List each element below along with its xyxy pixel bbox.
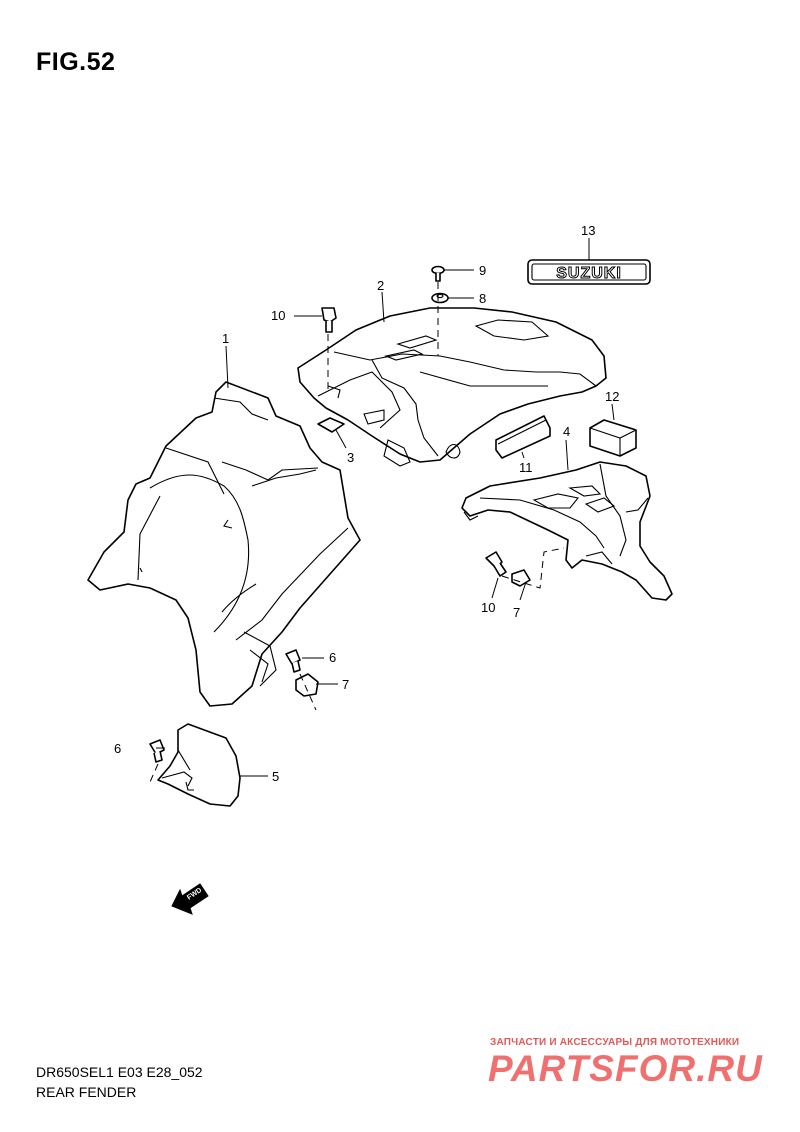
callout-5: 5	[272, 769, 279, 784]
figure-title: FIG.52	[36, 48, 116, 76]
bolt-6-fender	[285, 649, 301, 673]
assembly-lines	[149, 282, 565, 783]
model-code: DR650SEL1 E03 E28_052	[36, 1064, 203, 1080]
bolt-10-bracket	[485, 551, 507, 577]
callout-13: 13	[581, 223, 595, 238]
callout-7-bracket: 7	[513, 605, 520, 620]
watermark-tagline: ЗАПЧАСТИ И АКСЕССУАРЫ ДЛЯ МОТОТЕХНИКИ	[490, 1037, 740, 1048]
callout-1: 1	[222, 331, 229, 346]
callout-8: 8	[479, 291, 486, 306]
callout-12: 12	[605, 389, 619, 404]
callout-2: 2	[377, 278, 384, 293]
part-12-cushion	[589, 419, 637, 457]
watermark-logo: PARTSFOR.RU	[488, 1048, 763, 1089]
callout-10-bracket: 10	[481, 600, 495, 615]
part-4-fender-bracket	[461, 461, 673, 601]
part-1-inner-fender	[87, 381, 361, 707]
part-5-mud-flap	[157, 723, 241, 807]
forward-direction-arrow: FWD	[171, 883, 209, 915]
callout-9: 9	[479, 263, 486, 278]
section-name: REAR FENDER	[36, 1084, 137, 1100]
callout-10-top: 10	[271, 308, 285, 323]
collar-7-fender	[295, 673, 319, 697]
grommet-8	[431, 292, 449, 304]
part-3-clip	[317, 417, 345, 433]
screw-9	[431, 265, 445, 282]
callout-7-fender: 7	[342, 677, 349, 692]
part-11-reflector	[495, 415, 551, 459]
part-13-suzuki-emblem: SUZUKI	[527, 259, 651, 285]
part-2-rear-fender	[297, 307, 607, 467]
callout-4: 4	[563, 424, 570, 439]
callout-11: 11	[519, 460, 533, 475]
leader-lines	[156, 238, 615, 777]
callout-3: 3	[347, 450, 354, 465]
bolt-10-top	[321, 307, 337, 333]
callout-6-fender: 6	[329, 650, 336, 665]
suzuki-emblem-text: SUZUKI	[556, 265, 622, 282]
bolt-6-flap	[149, 739, 165, 763]
callout-6-flap: 6	[114, 741, 121, 756]
